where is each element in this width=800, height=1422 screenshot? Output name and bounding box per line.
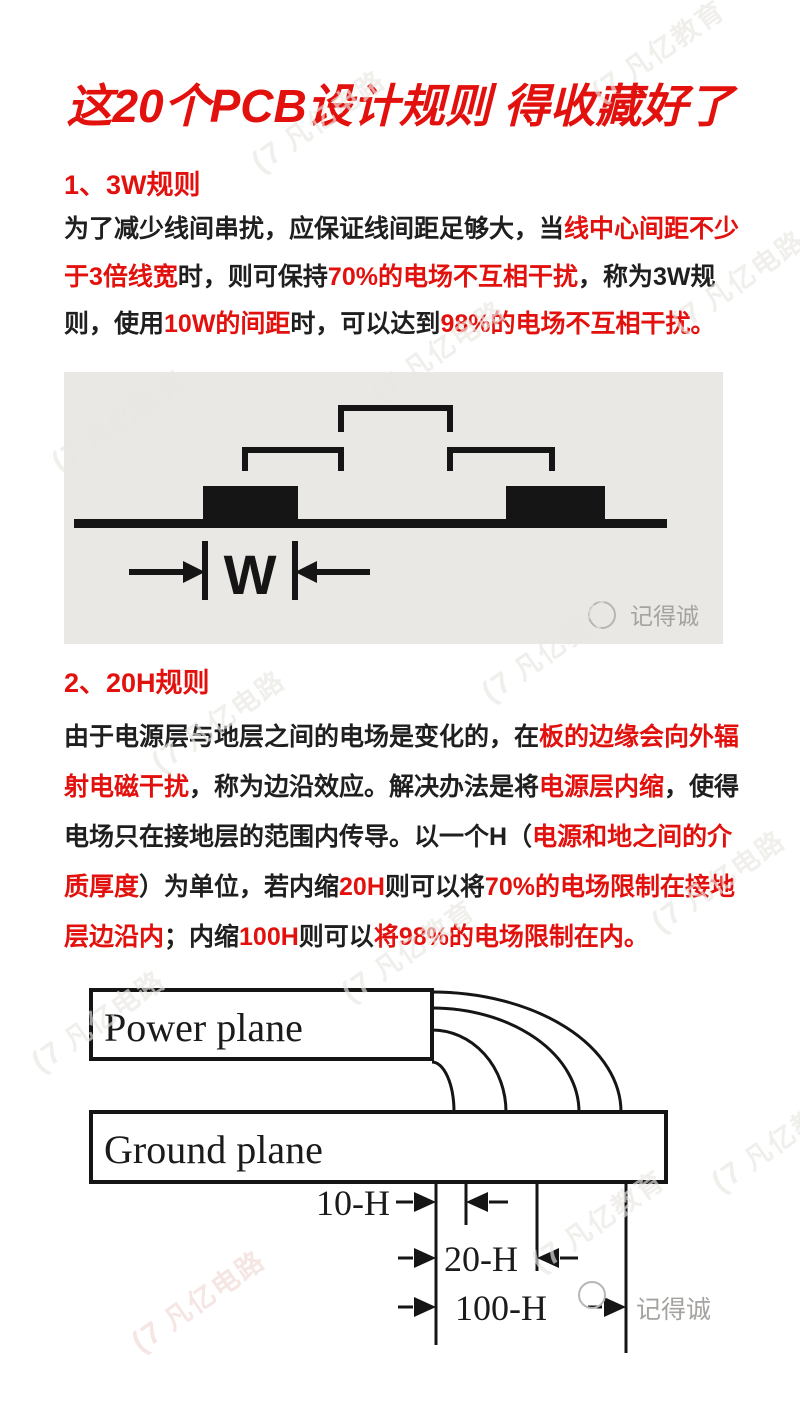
ground-plane-box bbox=[89, 1110, 668, 1184]
dim-10h-left-arrow-icon bbox=[466, 1192, 488, 1212]
figure-20h-rule: Power plane Ground plane 10-H 20-H 100-H bbox=[80, 975, 720, 1360]
text-line: 为了减少线间串扰，应保证线间距足够大，当线中心间距不少 bbox=[64, 215, 740, 243]
brand-logo-icon: (7 bbox=[475, 664, 520, 710]
left-trace bbox=[203, 486, 298, 519]
ground-plane-label: Ground plane bbox=[104, 1127, 323, 1172]
figure1-background bbox=[64, 372, 723, 644]
right-trace bbox=[506, 486, 605, 519]
figure-3w-rule: W 记得诚 bbox=[64, 372, 723, 644]
dim-100h-end-arrow-icon bbox=[604, 1297, 626, 1317]
w-arrow-right-head-icon bbox=[183, 561, 205, 583]
field-line-arc-3 bbox=[431, 1006, 581, 1113]
dim-20h-left-arrow-icon bbox=[537, 1248, 559, 1268]
dim-100h-right-arrow-icon bbox=[414, 1297, 436, 1317]
board-line bbox=[74, 519, 667, 528]
article-title: 这20个PCB设计规则 得收藏好了 bbox=[66, 80, 734, 132]
text-line: 于3倍线宽时，则可保持70%的电场不互相干扰，称为3W规 bbox=[64, 262, 716, 291]
w-arrow-left-head-icon bbox=[295, 561, 317, 583]
section1-heading: 1、3W规则 bbox=[64, 170, 201, 200]
text-line: 层边沿内；内缩100H则可以将98%的电场限制在内。 bbox=[64, 923, 649, 951]
text-line: 则，使用10W的间距时，可以达到98%的电场不互相干扰。 bbox=[64, 310, 716, 338]
dim-label-100h: 100-H bbox=[455, 1288, 547, 1328]
figure1-signature: 记得诚 bbox=[630, 603, 699, 629]
field-line-arc-1 bbox=[431, 1060, 456, 1113]
dim-label-20h: 20-H bbox=[444, 1239, 518, 1279]
text-line: 电场只在接地层的范围内传导。以一个H（电源和地之间的介 bbox=[64, 823, 733, 851]
field-line-arc-4 bbox=[431, 990, 623, 1113]
field-line-arc-2 bbox=[431, 1028, 508, 1113]
brand-logo-icon: (7 bbox=[25, 1034, 70, 1080]
signature-logo-icon bbox=[588, 601, 616, 629]
right-spacing-bracket bbox=[447, 447, 555, 471]
brand-logo-icon: (7 bbox=[245, 134, 290, 180]
section1-paragraph: 为了减少线间串扰，应保证线间距足够大，当线中心间距不少 于3倍线宽时，则可保持7… bbox=[64, 206, 756, 349]
text-line: 由于电源层与地层之间的电场是变化的，在板的边缘会向外辐 bbox=[64, 723, 740, 751]
text-line: 质厚度）为单位，若内缩20H则可以将70%的电场限制在接地 bbox=[64, 873, 735, 901]
dim-20h-right-arrow-icon bbox=[414, 1248, 436, 1268]
w-label: W bbox=[224, 543, 277, 606]
left-spacing-bracket bbox=[242, 447, 344, 471]
power-plane-label: Power plane bbox=[104, 1005, 303, 1050]
20h-rule-diagram: Power plane Ground plane 10-H 20-H 100-H bbox=[89, 988, 711, 1353]
dim-10h-right-arrow-icon bbox=[414, 1192, 436, 1212]
dim-label-10h: 10-H bbox=[316, 1183, 390, 1223]
3w-rule-diagram: W 记得诚 bbox=[64, 372, 723, 644]
signature-logo-icon bbox=[578, 1281, 606, 1309]
figure2-signature: 记得诚 bbox=[636, 1296, 711, 1324]
text-line: 射电磁干扰，称为边沿效应。解决办法是将电源层内缩，使得 bbox=[64, 773, 740, 801]
power-plane-box bbox=[89, 988, 434, 1061]
section2-paragraph: 由于电源层与地层之间的电场是变化的，在板的边缘会向外辐 射电磁干扰，称为边沿效应… bbox=[64, 712, 756, 962]
section2-heading: 2、20H规则 bbox=[64, 668, 210, 698]
center-spacing-bracket bbox=[338, 405, 453, 432]
